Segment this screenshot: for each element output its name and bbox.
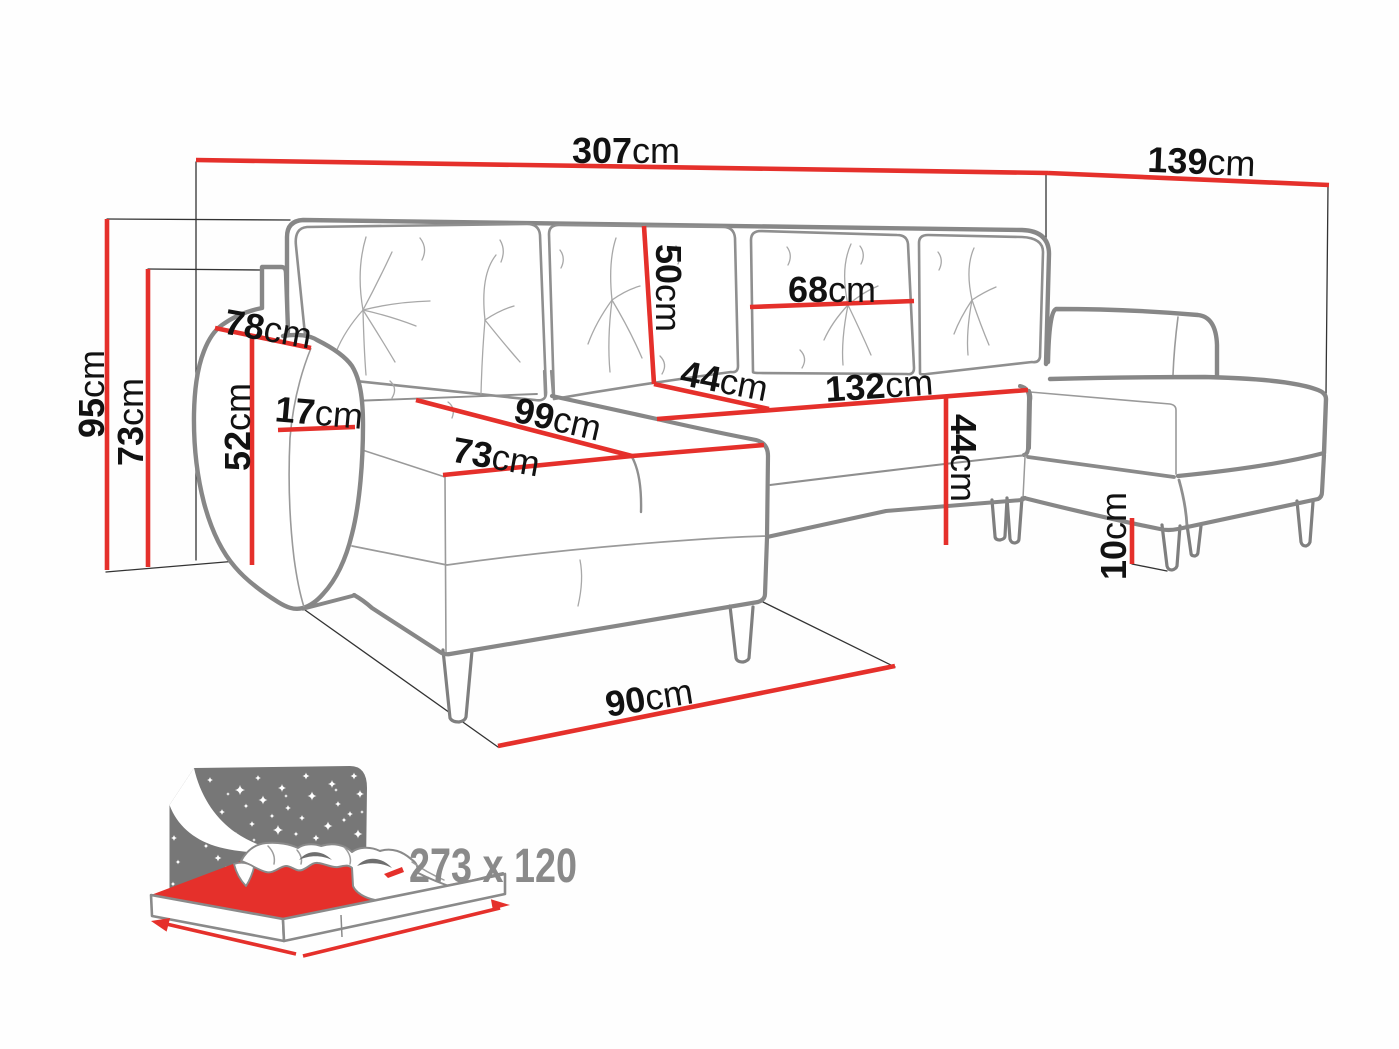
svg-text:10cm: 10cm — [1093, 492, 1134, 580]
svg-text:95cm: 95cm — [71, 350, 112, 438]
svg-text:68cm: 68cm — [788, 269, 876, 310]
svg-text:73cm: 73cm — [110, 378, 151, 466]
svg-text:90cm: 90cm — [602, 671, 695, 725]
svg-text:44cm: 44cm — [677, 352, 771, 409]
svg-text:307cm: 307cm — [572, 130, 680, 171]
svg-text:78cm: 78cm — [221, 301, 315, 357]
svg-text:52cm: 52cm — [217, 383, 258, 471]
svg-text:273 x 120: 273 x 120 — [409, 840, 577, 893]
svg-text:44cm: 44cm — [943, 414, 984, 502]
svg-text:139cm: 139cm — [1147, 139, 1257, 184]
svg-text:132cm: 132cm — [824, 361, 935, 409]
svg-text:50cm: 50cm — [648, 244, 689, 332]
svg-text:17cm: 17cm — [273, 388, 364, 437]
svg-text:73cm: 73cm — [449, 429, 543, 485]
